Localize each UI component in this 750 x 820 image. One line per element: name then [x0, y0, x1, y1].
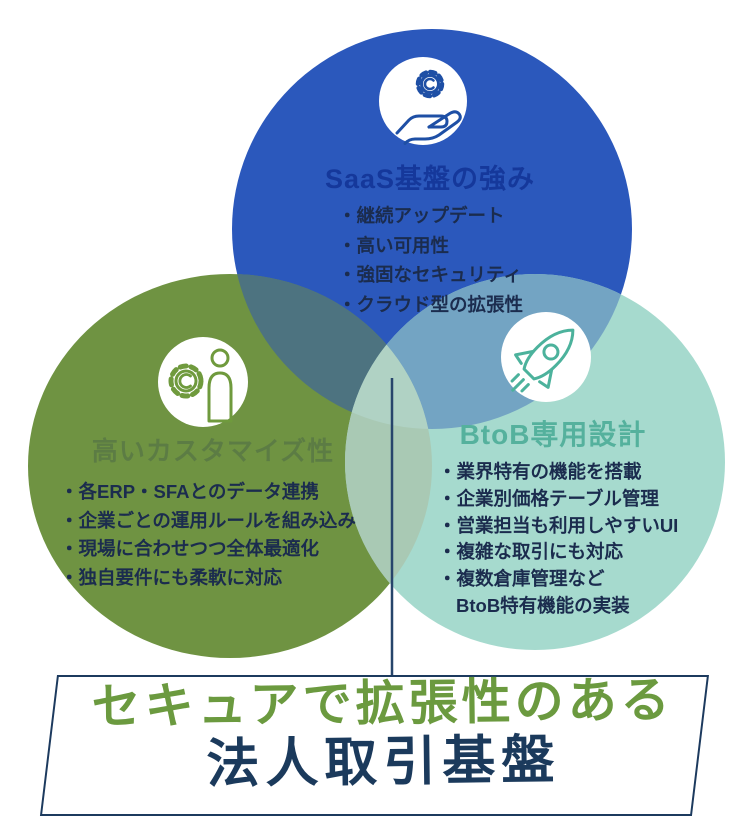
overlap-saas-customize — [232, 274, 432, 429]
bullet-item: ・各ERP・SFAとのデータ連携 — [60, 481, 319, 502]
bullet-item: ・複雑な取引にも対応 — [438, 541, 624, 563]
rocket-icon — [501, 312, 591, 402]
bullet-item: ・企業ごとの運用ルールを組み込み — [60, 509, 356, 531]
bullet-item: ・業界特有の機能を搭載 — [438, 461, 642, 482]
btob-circle-title: BtoB専用設計 — [459, 419, 647, 450]
bullet-item-continuation: BtoB特有機能の実装 — [456, 594, 630, 616]
bullet-item: ・継続アップデート — [338, 205, 505, 226]
gear-hand-icon — [379, 57, 467, 145]
btob-bullet-list: ・業界特有の機能を搭載 ・企業別価格テーブル管理 ・営業担当も利用しやすいUI … — [438, 459, 678, 620]
bullet-item: ・強固なセキュリティ — [338, 264, 522, 285]
bullet-item: ・企業別価格テーブル管理 — [438, 487, 659, 509]
banner-line1: セキュアで拡張性のある — [91, 673, 674, 735]
saas-circle-title: SaaS基盤の強み — [324, 164, 536, 194]
bullet-item: ・独自要件にも柔軟に対応 — [60, 566, 283, 588]
bullet-item: ・現場に合わせつつ全体最適化 — [60, 538, 320, 560]
gear-person-icon — [158, 337, 248, 427]
bullet-item: ・クラウド型の拡張性 — [338, 293, 524, 315]
banner-line2: 法人取引基盤 — [205, 730, 561, 795]
bullet-item: ・高い可用性 — [338, 234, 450, 256]
customize-circle-title: 高いカスタマイズ性 — [91, 436, 335, 466]
banner-text: セキュアで拡張性のある 法人取引基盤 — [56, 673, 709, 795]
bullet-item: ・複数倉庫管理など — [438, 568, 605, 590]
saas-bullet-list: ・継続アップデート ・高い可用性 ・強固なセキュリティ ・クラウド型の拡張性 — [338, 201, 523, 319]
bullet-item: ・営業担当も利用しやすいUI — [438, 514, 679, 536]
bottom-banner: セキュアで拡張性のある 法人取引基盤 — [39, 673, 709, 816]
customize-bullet-list: ・各ERP・SFAとのデータ連携 ・企業ごとの運用ルールを組み込み ・現場に合わ… — [60, 478, 356, 592]
